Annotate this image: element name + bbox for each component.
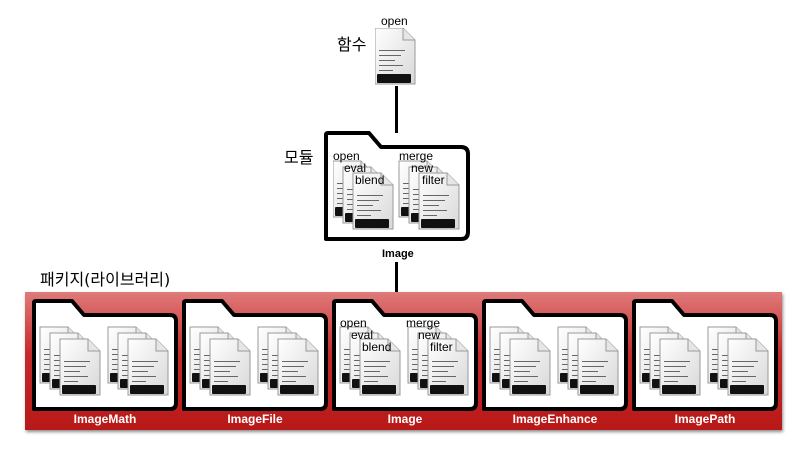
module-fn-3: blend: [355, 173, 385, 187]
package-image-fn-2: eval: [351, 328, 374, 342]
package-name-imagefile: ImageFile: [227, 412, 283, 426]
module-name: Image: [382, 248, 414, 260]
package-name-imageenhance: ImageEnhance: [512, 412, 598, 426]
connector-function-module: [395, 86, 398, 133]
package-image-fn-6: filter: [430, 340, 453, 354]
module-fn-6: filter: [422, 173, 445, 187]
module-fn-5: new: [411, 161, 434, 175]
package-image-fn-5: new: [418, 328, 441, 342]
package-image-fn-4: merge: [406, 316, 441, 330]
function-name: open: [381, 14, 408, 28]
python-file-icon: [375, 28, 416, 85]
module-fn-1: open: [333, 149, 360, 163]
package-image-fn-3: blend: [362, 340, 392, 354]
package-name-imagepath: ImagePath: [674, 412, 736, 426]
function-level-label: 함수: [337, 35, 367, 54]
module-fn-2: eval: [344, 161, 367, 175]
package-name-imagemath: ImageMath: [73, 412, 137, 426]
package-level-label: 패키지(라이브러리): [40, 270, 171, 289]
module-level-label: 모듈: [284, 148, 314, 167]
module-fn-4: merge: [399, 149, 434, 163]
connector-module-package: [395, 262, 398, 294]
package-name-image: Image: [387, 412, 423, 426]
package-folders: [32, 299, 778, 411]
package-image-fn-1: open: [340, 316, 367, 330]
